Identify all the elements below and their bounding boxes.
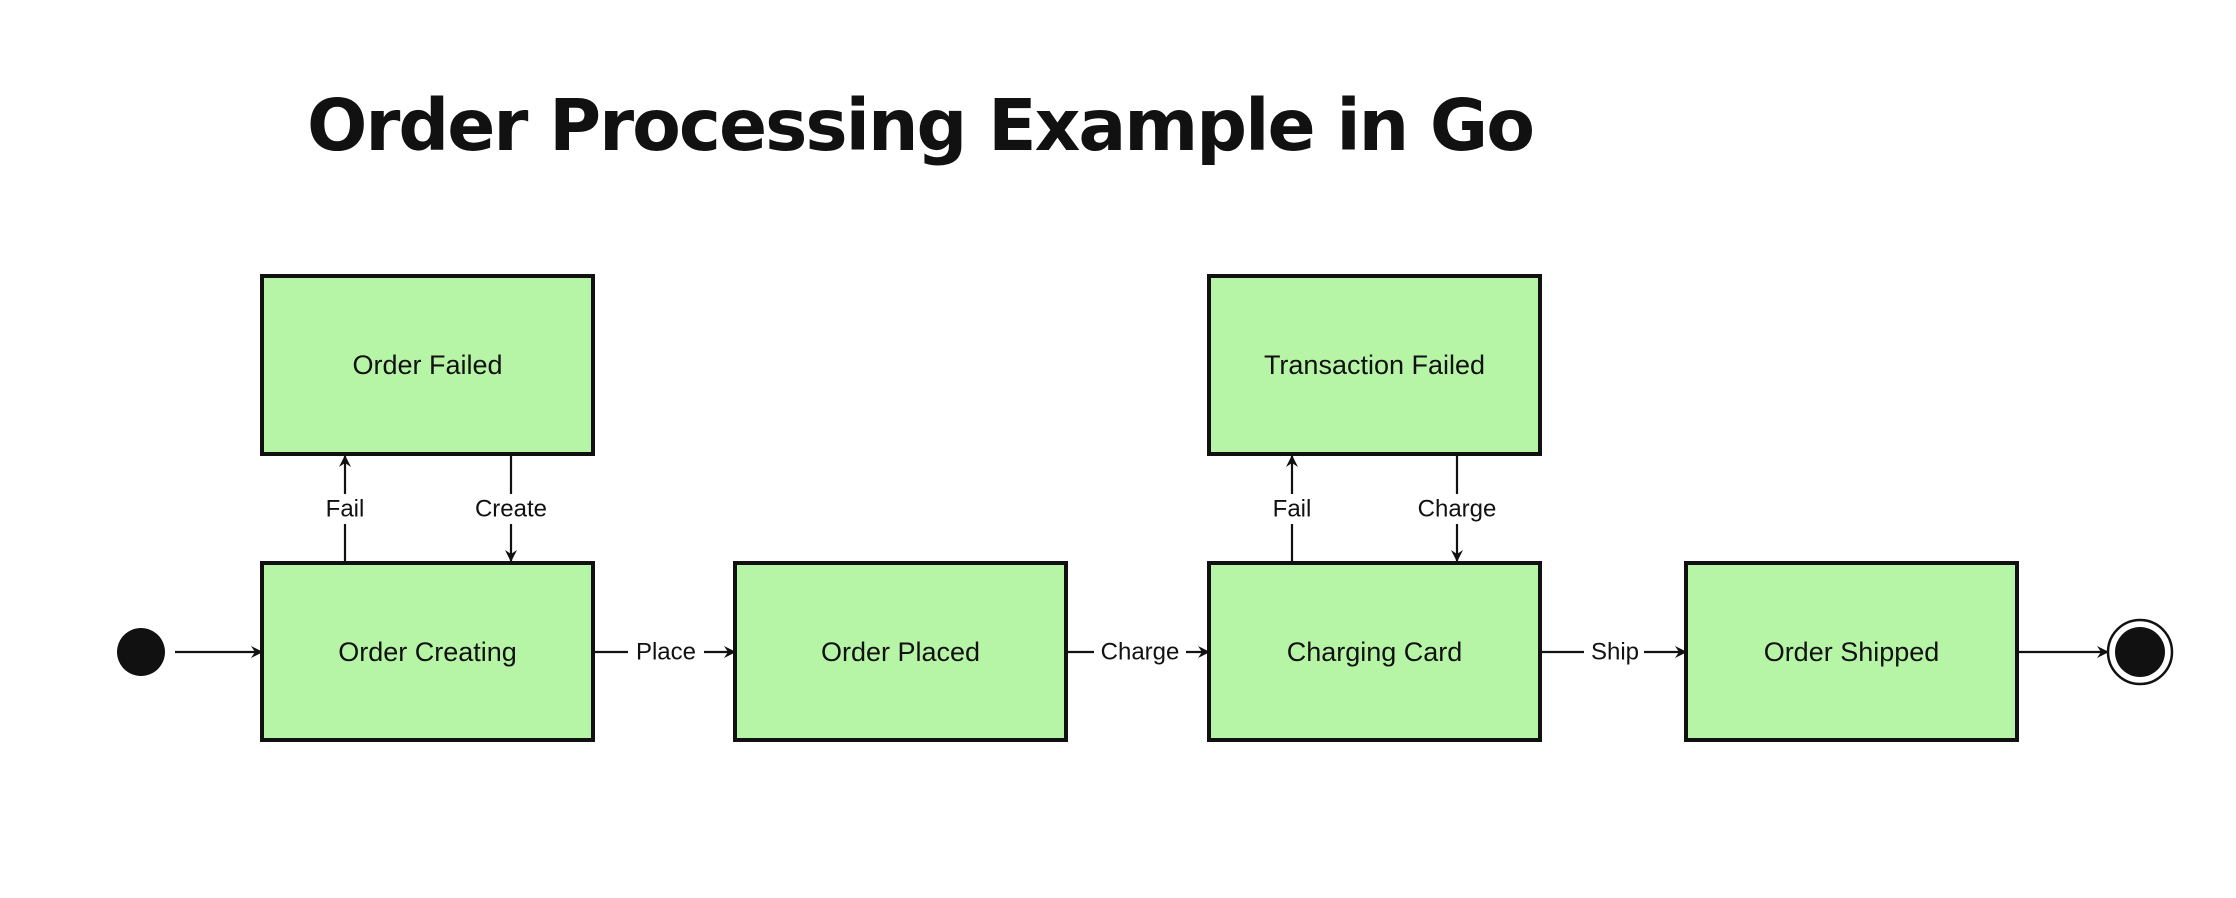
edge-creating-to-placed: Place [593, 637, 736, 667]
edge-label-fail: Fail [326, 495, 365, 522]
final-state-marker [2106, 618, 2174, 686]
edge-placed-to-charging: Charge [1066, 637, 1210, 667]
edge-charging-to-shipped: Ship [1540, 637, 1687, 667]
edge-label-create: Create [475, 495, 547, 522]
state-order-shipped: Order Shipped [1684, 561, 2019, 742]
edge-label-ship: Ship [1591, 638, 1639, 665]
state-order-creating: Order Creating [260, 561, 595, 742]
edge-label-charge: Charge [1101, 638, 1180, 665]
state-label-order-failed: Order Failed [352, 350, 502, 380]
edge-charging-to-transaction-failed: Fail [1266, 455, 1318, 563]
edge-creating-to-failed: Fail [319, 455, 371, 563]
diagram-title: Order Processing Example in Go [307, 84, 1535, 167]
state-label-transaction-failed: Transaction Failed [1264, 350, 1485, 380]
state-charging-card: Charging Card [1207, 561, 1542, 742]
state-order-failed: Order Failed [260, 274, 595, 456]
state-label-order-shipped: Order Shipped [1764, 637, 1940, 667]
state-label-order-placed: Order Placed [821, 637, 980, 667]
edge-label-fail: Fail [1273, 495, 1312, 522]
state-label-order-creating: Order Creating [338, 637, 517, 667]
edge-failed-to-creating: Create [472, 454, 550, 562]
edge-label-charge: Charge [1418, 495, 1497, 522]
state-transaction-failed: Transaction Failed [1207, 274, 1542, 456]
state-label-charging-card: Charging Card [1287, 637, 1463, 667]
edge-transaction-failed-to-charging: Charge [1413, 454, 1501, 562]
initial-state-marker [117, 628, 165, 676]
edge-label-place: Place [636, 638, 696, 665]
state-order-placed: Order Placed [733, 561, 1068, 742]
